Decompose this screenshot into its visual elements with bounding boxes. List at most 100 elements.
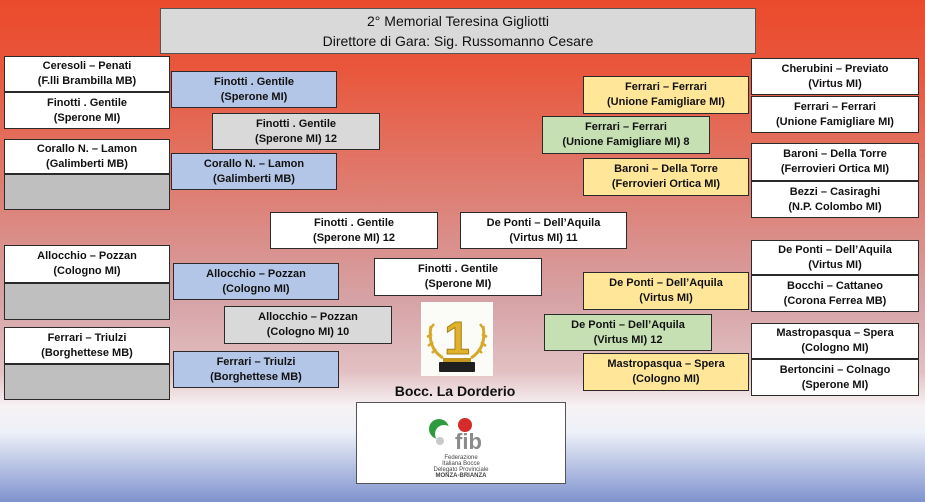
team-club: (Galimberti MB) [213,172,295,185]
left-r1-empty-slot-2 [4,283,170,320]
logo-line-2: Italiana Bocce [442,461,480,467]
team-club: (Sperone MI) [53,111,121,124]
team-names: De Ponti – Dell’Aquila [571,318,685,331]
team-names: Baroni – Della Torre [614,163,718,175]
team-club: (Sperone MI) [220,90,288,103]
federation-logo: fib Federazione Italiana Bocce Delegato … [356,402,566,484]
team-club: (Cologno MI) [53,265,121,277]
team-names: Finotti . Gentile [255,117,337,130]
tournament-title: 2° Memorial Teresina Gigliotti [367,13,549,29]
team-club: (Virtus MI) 11 [509,231,578,244]
semifinal-right: De Ponti – Dell’Aquila (Virtus MI) 11 [460,212,627,249]
left-r1-team-1: Ceresoli – Penati (F.lli Brambilla MB) [4,56,170,92]
team-club: (Cologno MI) 10 [266,326,350,338]
team-names: Ceresoli – Penati [42,60,132,72]
logo-line-4: MONZA-BRIANZA [435,473,487,479]
right-r1-team-1: Cherubini – Previato (Virtus MI) [751,58,919,95]
team-names: Baroni – Della Torre [783,148,887,160]
team-names: Ferrari – Triulzi [216,355,296,368]
team-club: (Cologno MI) [632,373,700,385]
left-r1-team-7: Ferrari – Triulzi (Borghettese MB) [4,327,170,364]
left-r1-team-3: Corallo N. – Lamon (Galimberti MB) [4,139,170,174]
team-names: Finotti . Gentile [313,216,395,229]
team-club: (Sperone MI) [424,278,492,290]
team-names: Allocchio – Pozzan [37,250,137,262]
left-r2-team-1: Finotti . Gentile (Sperone MI) [171,71,337,108]
team-club: (Galimberti MB) [46,157,128,170]
team-club: (Borghettese MB) [210,370,302,383]
left-r2-team-3: Allocchio – Pozzan (Cologno MI) [173,263,339,300]
team-club: (F.lli Brambilla MB) [37,75,137,87]
title-banner: 2° Memorial Teresina Gigliotti Direttore… [160,8,756,54]
logo-line-1: Federazione [444,455,478,461]
team-club: (Unione Famigliare MI) [776,115,894,128]
team-club: (Sperone MI) 12 [313,231,395,244]
right-r1-team-7: Mastropasqua – Spera (Cologno MI) [751,323,919,359]
team-names: Mastropasqua – Spera [776,327,894,339]
team-club: (Virtus MI) [808,258,862,271]
team-names: Bezzi – Casiraghi [789,185,881,198]
trophy-icon: 1 [421,302,493,376]
team-names: Ferrari – Ferrari [794,100,876,113]
team-names: De Ponti – Dell’Aquila [486,216,601,229]
right-r2-team-1: Ferrari – Ferrari (Unione Famigliare MI) [583,76,749,114]
left-r3-team-1: Finotti . Gentile (Sperone MI) 12 [212,113,380,150]
team-club: (Ferrovieri Ortica MI) [780,163,890,175]
team-names: Mastropasqua – Spera [607,358,725,370]
team-names: De Ponti – Dell’Aquila [609,277,723,289]
left-r2-team-4: Ferrari – Triulzi (Borghettese MB) [173,351,339,388]
team-club: (Sperone MI) 12 [255,132,337,145]
team-club: (Virtus MI) 12 [593,333,663,346]
team-names: Allocchio – Pozzan [206,267,306,280]
left-r3-team-2: Allocchio – Pozzan (Cologno MI) 10 [224,306,392,344]
left-r2-team-2: Corallo N. – Lamon (Galimberti MB) [171,153,337,190]
team-names: Bertoncini – Colnago [779,363,891,376]
right-r1-team-4: Bezzi – Casiraghi (N.P. Colombo MI) [751,181,919,218]
team-club: (Unione Famigliare MI) [607,96,725,108]
team-names: Corallo N. – Lamon [203,157,305,170]
winner-box: Finotti . Gentile (Sperone MI) [374,258,542,296]
team-names: Finotti . Gentile [213,75,295,88]
team-names: Ferrari – Ferrari [625,81,707,93]
right-r3-team-2: De Ponti – Dell’Aquila (Virtus MI) 12 [544,314,712,351]
left-r1-team-5: Allocchio – Pozzan (Cologno MI) [4,245,170,283]
right-r1-team-8: Bertoncini – Colnago (Sperone MI) [751,359,919,396]
right-r1-team-6: Bocchi – Cattaneo (Corona Ferrea MB) [751,275,919,312]
team-names: Ferrari – Triulzi [47,331,127,344]
right-r2-team-3: De Ponti – Dell’Aquila (Virtus MI) [583,272,749,310]
right-r1-team-2: Ferrari – Ferrari (Unione Famigliare MI) [751,96,919,133]
team-club: (Borghettese MB) [41,346,133,359]
trophy-numeral: 1 [444,312,470,364]
team-names: Finotti . Gentile [417,263,499,275]
left-r1-empty-slot-1 [4,174,170,210]
team-club: (Cologno MI) [801,342,869,354]
team-names: Bocchi – Cattaneo [787,279,883,292]
team-club: (Sperone MI) [801,378,869,391]
left-r1-team-2: Finotti . Gentile (Sperone MI) [4,92,170,129]
team-club: (Corona Ferrea MB) [783,294,887,307]
team-club: (Virtus MI) [808,77,862,90]
team-names: Ferrari – Ferrari [585,121,667,133]
semifinal-left: Finotti . Gentile (Sperone MI) 12 [270,212,438,249]
team-club: (Virtus MI) [639,292,693,304]
fib-logo-icon: fib [429,418,482,454]
team-club: (Cologno MI) [222,282,290,295]
team-names: Finotti . Gentile [46,96,128,109]
right-r2-team-4: Mastropasqua – Spera (Cologno MI) [583,353,749,391]
team-names: Cherubini – Previato [781,62,889,75]
right-r2-team-2: Baroni – Della Torre (Ferrovieri Ortica … [583,158,749,196]
team-club: (Ferrovieri Ortica MI) [611,178,721,190]
team-names: Corallo N. – Lamon [36,142,138,155]
logo-line-3: Delegato Provinciale [433,467,489,473]
team-names: De Ponti – Dell’Aquila [778,243,892,256]
right-r3-team-1: Ferrari – Ferrari (Unione Famigliare MI)… [542,116,710,154]
referee-line: Direttore di Gara: Sig. Russomanno Cesar… [322,33,594,49]
fib-logo-text: fib [455,429,482,454]
team-names: Allocchio – Pozzan [258,311,358,323]
right-r1-team-3: Baroni – Della Torre (Ferrovieri Ortica … [751,143,919,181]
left-r1-empty-slot-3 [4,364,170,400]
right-r1-team-5: De Ponti – Dell’Aquila (Virtus MI) [751,240,919,275]
team-club: (N.P. Colombo MI) [788,200,882,213]
team-club: (Unione Famigliare MI) 8 [562,136,690,148]
